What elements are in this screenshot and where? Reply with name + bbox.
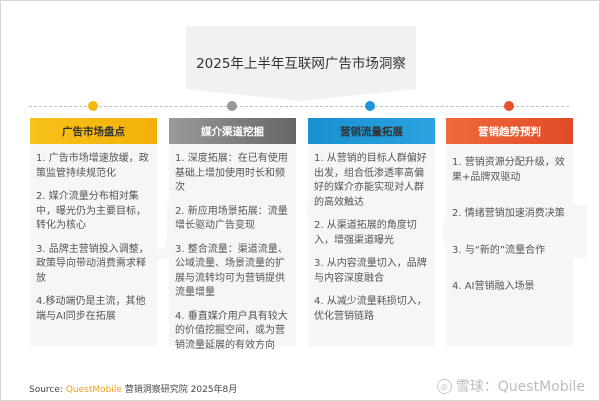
timeline-line bbox=[29, 106, 569, 107]
column-item: 4. 从减少流量耗损切入，优化营销链路 bbox=[314, 296, 427, 322]
column-item: 3. 品牌主营销投入调整，政策导向带动消费需求释放 bbox=[36, 243, 149, 284]
column-item: 2. 情绪营销加速消费决策 bbox=[452, 208, 565, 219]
column-card: 广告市场盘点 1. 广告市场增速放缓，政策监管持续规范化 2. 媒介流量分布相对集中… bbox=[30, 118, 157, 346]
column-header: 广告市场盘点 bbox=[30, 118, 157, 144]
column-item: 4. AI营销融入场景 bbox=[452, 281, 535, 292]
column-item: 4.移动端仍是主流，其他端与AI同步在拓展 bbox=[36, 296, 146, 322]
timeline-dot bbox=[88, 101, 98, 111]
column-item: 2. 媒介流量分布相对集中，曝光仍为主要目标，转化为核心 bbox=[36, 191, 146, 231]
timeline-dot bbox=[365, 101, 375, 111]
column-card: 营销流量拓展 1. 从营销的目标人群偏好出发，组合低渗透率高偏好的媒介亦能实现对人… bbox=[308, 118, 435, 346]
column-item: 4. 垂直媒介用户具有较大的价值挖掘空间，或为营销流量延展的有效方向 bbox=[175, 310, 288, 351]
column-header: 媒介渠道挖掘 bbox=[169, 118, 296, 144]
column-header: 营销流量拓展 bbox=[308, 118, 435, 144]
watermark-text: 雪球：QuestMobile bbox=[455, 379, 585, 395]
column-item: 1. 深度拓展：在已有使用基础上增加使用时长和频次 bbox=[175, 153, 288, 193]
snowball-icon: ◎ bbox=[436, 378, 452, 394]
source-brand: QuestMobile bbox=[65, 385, 122, 395]
column-item: 2. 新应用场景拓展：流量增长驱动广告变现 bbox=[175, 205, 288, 232]
column-item: 1. 广告市场增速放缓，政策监管持续规范化 bbox=[36, 153, 149, 179]
source-footer: Source: QuestMobile 营销洞察研究院 2025年8月 bbox=[29, 382, 237, 395]
snowball-watermark: ◎雪球：QuestMobile bbox=[436, 376, 585, 396]
source-label: Source: bbox=[29, 385, 63, 395]
source-detail: 营销洞察研究院 2025年8月 bbox=[124, 385, 238, 395]
column-item: 3. 从内容流量切入，品牌与内容深度融合 bbox=[314, 258, 427, 284]
timeline-dot bbox=[504, 101, 514, 111]
column-card: 营销趋势预判 1. 营销资源分配升级，效果+品牌双驱动 2. 情绪营销加速消费决策 3… bbox=[446, 118, 573, 346]
column-item: 2. 从渠道拓展的角度切入，增强渠道曝光 bbox=[314, 220, 417, 246]
column-item: 1. 从营销的目标人群偏好出发，组合低渗透率高偏好的媒介亦能实现对人群的高效触达 bbox=[314, 153, 427, 208]
title-banner: 2025年上半年互联网广告市场洞察 bbox=[186, 26, 416, 101]
column-item: 3. 与“新的”流量合作 bbox=[452, 244, 546, 256]
column-card: 媒介渠道挖掘 1. 深度拓展：在已有使用基础上增加使用时长和频次 2. 新应用场景拓… bbox=[169, 118, 296, 351]
timeline-dot bbox=[227, 101, 237, 111]
column-item: 1. 营销资源分配升级，效果+品牌双驱动 bbox=[452, 157, 565, 183]
column-item: 3. 整合流量：渠道流量、公域流量、场景流量的扩展与流转均可为营销提供流量增量 bbox=[175, 243, 288, 299]
column-header: 营销趋势预判 bbox=[446, 118, 573, 144]
page-title: 2025年上半年互联网广告市场洞察 bbox=[196, 56, 406, 72]
